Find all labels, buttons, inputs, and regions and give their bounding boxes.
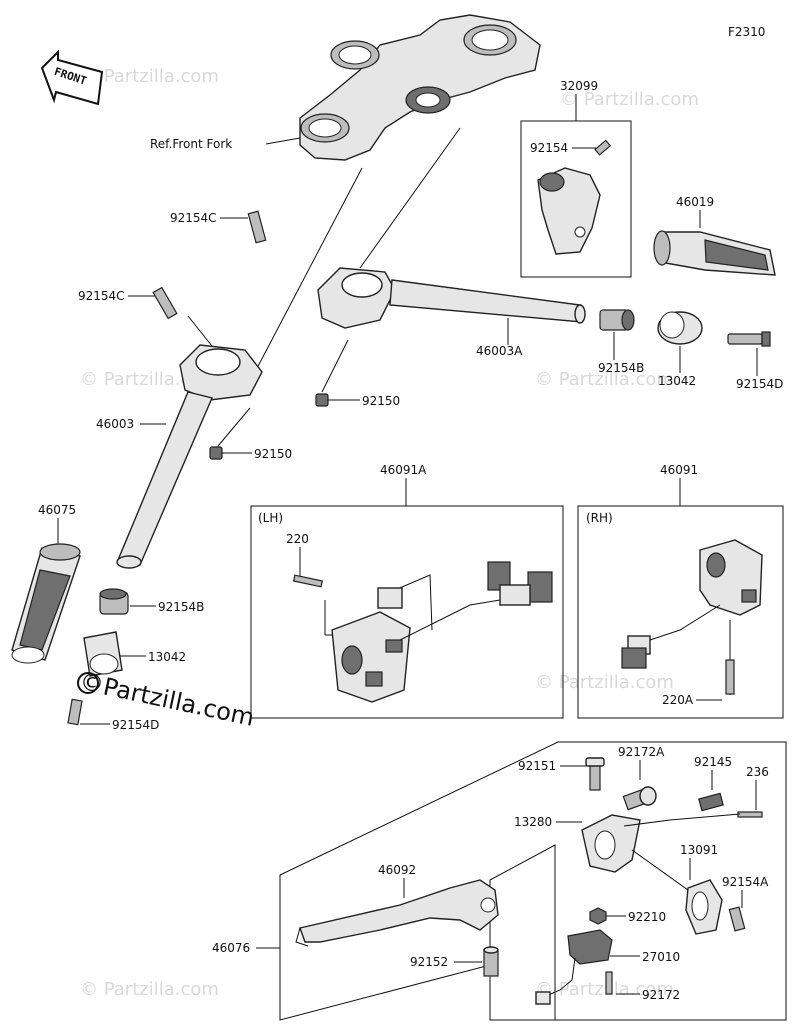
label-46091: 46091	[660, 463, 698, 477]
label-46003A: 46003A	[476, 344, 523, 358]
label-92154C-lower: 92154C	[78, 289, 125, 303]
label-220: 220	[286, 532, 309, 546]
label-13091: 13091	[680, 843, 718, 857]
grip-46019	[653, 230, 776, 276]
collar-92152	[483, 946, 499, 977]
weight-13042-right	[657, 311, 703, 345]
wire-harness-lh	[377, 561, 553, 641]
label-92154B-right: 92154B	[598, 361, 644, 375]
label-92151: 92151	[518, 759, 556, 773]
label-92154D-right: 92154D	[736, 377, 783, 391]
holder-13091	[685, 879, 723, 935]
reference-line	[359, 127, 461, 269]
leader-line	[321, 339, 349, 393]
watermark-faint: © Partzilla.com	[535, 672, 674, 693]
label-32099: 32099	[560, 79, 598, 93]
label-46092: 46092	[378, 863, 416, 877]
label-13042-right: 13042	[658, 374, 696, 388]
screw-236	[737, 811, 763, 818]
leader-line	[631, 849, 689, 891]
switch-27010	[535, 929, 613, 1005]
label-92154D-left: 92154D	[112, 718, 159, 732]
label-92145: 92145	[694, 755, 732, 769]
figure-code: F2310	[728, 25, 765, 39]
switch-housing-rh	[699, 539, 763, 616]
leader-line	[265, 137, 301, 145]
label-92172A: 92172A	[618, 745, 665, 759]
label-92154B-left: 92154B	[158, 600, 204, 614]
label-236: 236	[746, 765, 769, 779]
switch-housing-32099	[537, 167, 601, 255]
watermark-faint: © Partzilla.com	[80, 979, 219, 1000]
label-92150-lower: 92150	[254, 447, 292, 461]
watermark-main: © Partzilla.com	[77, 669, 257, 732]
screw-220A	[725, 659, 735, 695]
bar-end-weight-92154B-right	[599, 309, 635, 331]
wire-harness-rh	[621, 604, 721, 669]
reference-line	[254, 167, 363, 373]
label-46019: 46019	[676, 195, 714, 209]
bolt-92154C-upper	[247, 210, 267, 244]
screw-92172	[605, 971, 613, 995]
watermark-faint: © Partzilla.com	[535, 369, 674, 390]
adjuster-92172A	[622, 786, 657, 811]
bolt-92151	[585, 757, 605, 791]
screw-92154	[594, 139, 612, 156]
clamp-13280	[581, 814, 641, 873]
label-13280: 13280	[514, 815, 552, 829]
label-92152: 92152	[410, 955, 448, 969]
watermark-faint: © Partzilla.com	[560, 89, 699, 110]
label-46003: 46003	[96, 417, 134, 431]
svg-text:©: ©	[80, 669, 104, 697]
leader-line	[669, 813, 741, 821]
handlebar-46003A	[317, 267, 586, 329]
screw-220	[292, 574, 324, 588]
label-92172: 92172	[642, 988, 680, 1002]
label-92154: 92154	[530, 141, 568, 155]
handlebar-46003	[116, 344, 263, 569]
label-92150-upper: 92150	[362, 394, 400, 408]
spring-92145	[698, 792, 724, 812]
lever-46092	[295, 879, 499, 947]
bolt-92150-lower	[209, 446, 223, 460]
label-92154A: 92154A	[722, 875, 769, 889]
switch-housing-lh	[331, 611, 411, 703]
box-46091A	[250, 505, 564, 719]
front-arrow-icon: FRONT	[40, 49, 104, 106]
label-27010: 27010	[642, 950, 680, 964]
nut-92210	[589, 907, 607, 925]
upper-triple-clamp	[299, 14, 541, 161]
box-46076	[279, 741, 787, 1021]
bolt-92154A	[728, 906, 746, 932]
label-220A: 220A	[662, 693, 694, 707]
leader-line	[187, 315, 213, 347]
label-92210: 92210	[628, 910, 666, 924]
label-lh: (LH)	[258, 511, 283, 525]
weight-13042-left	[83, 631, 123, 677]
bar-end-weight-92154B-left	[99, 588, 129, 615]
bolt-92154D-right	[727, 331, 771, 347]
label-46075: 46075	[38, 503, 76, 517]
leader-line	[217, 407, 251, 447]
bolt-92154C-lower	[152, 286, 178, 320]
grip-46075	[11, 543, 81, 664]
label-46091A: 46091A	[380, 463, 427, 477]
bolt-92154D-left	[67, 698, 83, 726]
watermark-group: © Partzilla.com © Partzilla.com © Partzi…	[80, 66, 699, 1000]
label-46076: 46076	[212, 941, 250, 955]
label-rh: (RH)	[586, 511, 613, 525]
label-92154C-upper: 92154C	[170, 211, 217, 225]
leader-line	[623, 819, 671, 827]
bolt-92150-upper	[315, 393, 329, 407]
label-13042-left: 13042	[148, 650, 186, 664]
label-ref-front-fork: Ref.Front Fork	[150, 137, 232, 151]
